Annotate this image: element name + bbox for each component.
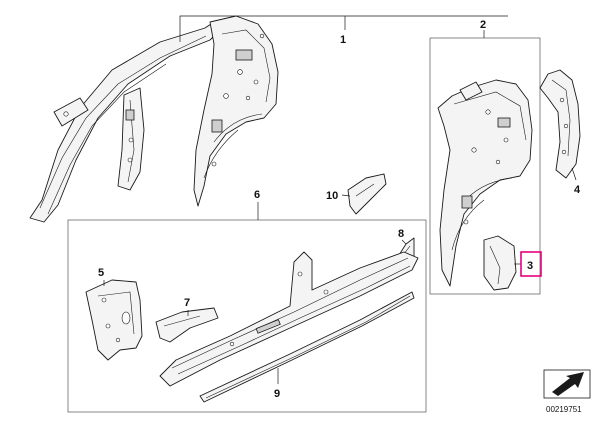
forward-arrow-icon xyxy=(543,369,591,399)
document-number: 00219751 xyxy=(546,405,582,414)
part-6-rocker-panel[interactable] xyxy=(159,251,419,387)
part-10-gusset[interactable] xyxy=(347,173,387,215)
callout-3: 3 xyxy=(527,260,533,272)
group-frame-6 xyxy=(67,219,427,413)
callout-2: 2 xyxy=(480,19,486,31)
part-3-corner-reinforcement[interactable] xyxy=(483,235,517,291)
part-9-sill-strip[interactable] xyxy=(199,291,415,403)
callout-5: 5 xyxy=(98,267,104,279)
part-7-bracket[interactable] xyxy=(155,307,219,343)
callout-6: 6 xyxy=(254,189,260,201)
part-2-rear-side-panel[interactable] xyxy=(437,79,533,287)
part-4-wheel-arch-inner[interactable] xyxy=(539,69,581,179)
callout-7: 7 xyxy=(184,297,190,309)
callout-8: 8 xyxy=(398,228,404,240)
part-5-pillar-bracket[interactable] xyxy=(85,279,143,361)
part-1-side-frame[interactable] xyxy=(29,15,279,223)
callout-9: 9 xyxy=(274,388,280,400)
highlight-box-3 xyxy=(520,251,542,277)
group-frame-2 xyxy=(429,37,541,295)
callout-1: 1 xyxy=(340,34,346,46)
callout-4: 4 xyxy=(574,184,581,196)
leader-1 xyxy=(179,15,508,42)
callout-10: 10 xyxy=(326,190,338,202)
